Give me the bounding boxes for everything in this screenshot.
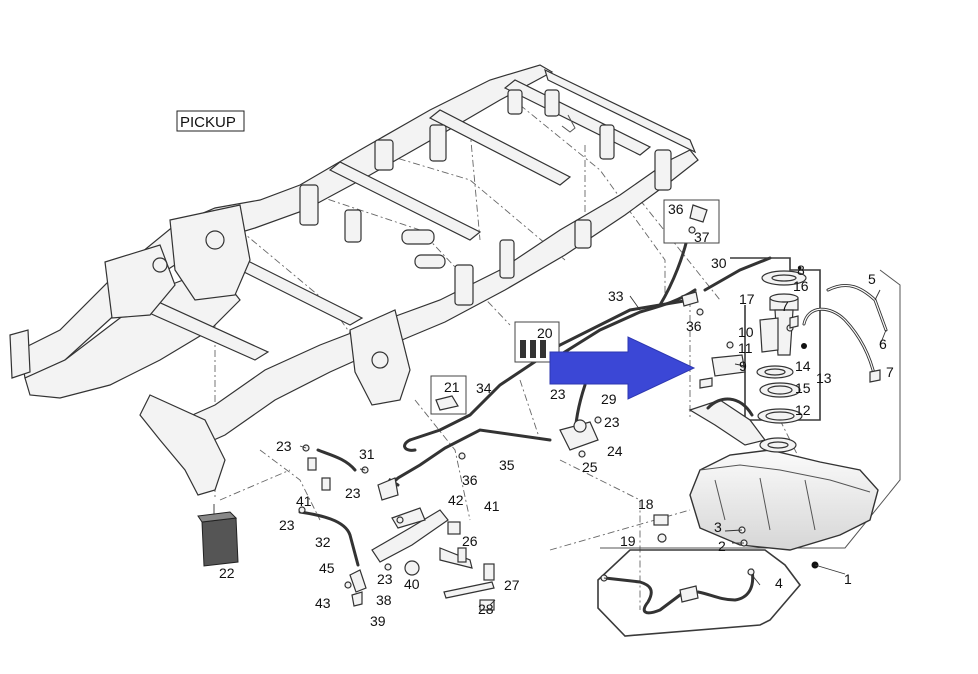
callout-15: 15 bbox=[795, 380, 811, 396]
svg-text:PICKUP: PICKUP bbox=[180, 114, 236, 131]
callout-42: 42 bbox=[448, 492, 464, 508]
callout-8: 8 bbox=[797, 262, 805, 278]
callout-23b: 23 bbox=[345, 485, 361, 501]
hose-clamps-left bbox=[298, 444, 399, 514]
frame-brackets bbox=[152, 89, 672, 369]
callout-19: 19 bbox=[620, 533, 636, 549]
callout-36c: 36 bbox=[462, 472, 478, 488]
callout-24: 24 bbox=[607, 443, 623, 459]
callout-6: 6 bbox=[879, 336, 887, 352]
callout-31: 31 bbox=[359, 446, 375, 462]
callout-41b: 41 bbox=[484, 498, 500, 514]
callout-28: 28 bbox=[478, 601, 494, 617]
callout-25: 25 bbox=[582, 459, 598, 475]
highlight-arrow bbox=[549, 336, 696, 400]
chassis-frame bbox=[9, 64, 831, 610]
callout-23e: 23 bbox=[550, 386, 566, 402]
callout-45: 45 bbox=[319, 560, 335, 576]
callout-26: 26 bbox=[462, 533, 478, 549]
clip-18-19 bbox=[653, 514, 669, 543]
callout-40: 40 bbox=[404, 576, 420, 592]
callout-3: 3 bbox=[714, 519, 722, 535]
callout-leaders bbox=[299, 289, 887, 606]
clip-36-37 bbox=[458, 199, 720, 460]
callout-17: 17 bbox=[739, 291, 755, 307]
callout-32: 32 bbox=[315, 534, 331, 550]
callout-23a: 23 bbox=[276, 438, 292, 454]
fuel-pump-assembly bbox=[699, 257, 821, 424]
callout-4: 4 bbox=[775, 575, 783, 591]
callout-29: 29 bbox=[601, 391, 617, 407]
callout-33: 33 bbox=[608, 288, 624, 304]
callout-2: 2 bbox=[718, 538, 726, 554]
callout-5: 5 bbox=[868, 271, 876, 287]
callout-11: 11 bbox=[738, 340, 753, 356]
clip-set-20 bbox=[514, 321, 560, 363]
callout-1: 1 bbox=[844, 571, 852, 587]
callout-36b: 36 bbox=[686, 318, 702, 334]
callout-38: 38 bbox=[376, 592, 392, 608]
callout-20: 20 bbox=[537, 325, 553, 341]
callout-18: 18 bbox=[638, 496, 654, 512]
callout-12: 12 bbox=[795, 402, 811, 418]
callout-30: 30 bbox=[711, 255, 727, 271]
callout-16: 16 bbox=[793, 278, 809, 294]
fuel-tank bbox=[600, 269, 901, 569]
pickup-variant-label: PICKUP bbox=[176, 110, 245, 132]
callout-23d: 23 bbox=[377, 571, 393, 587]
vent-hose-kit bbox=[597, 549, 802, 637]
callout-39: 39 bbox=[370, 613, 386, 629]
charcoal-canister bbox=[197, 504, 239, 567]
callout-labels: 1 2 3 4 5 6 7 7 8 9 10 11 12 13 14 15 16… bbox=[219, 201, 894, 629]
callout-7a: 7 bbox=[781, 298, 789, 314]
callout-41a: 41 bbox=[296, 493, 312, 509]
callout-27: 27 bbox=[504, 577, 520, 593]
callout-22: 22 bbox=[219, 565, 235, 581]
callout-35: 35 bbox=[499, 457, 515, 473]
callout-23c: 23 bbox=[279, 517, 295, 533]
callout-37: 37 bbox=[694, 229, 710, 245]
callout-9: 9 bbox=[739, 358, 747, 374]
callout-34: 34 bbox=[476, 380, 492, 396]
callout-14: 14 bbox=[795, 358, 811, 374]
clip-21 bbox=[430, 375, 467, 415]
callout-23f: 23 bbox=[604, 414, 620, 430]
callout-13: 13 bbox=[816, 370, 832, 386]
fuel-filter-24 bbox=[559, 416, 602, 458]
callout-10: 10 bbox=[738, 324, 754, 340]
callout-7b: 7 bbox=[886, 364, 894, 380]
mounting-bracket-assembly bbox=[344, 507, 495, 611]
callout-21: 21 bbox=[444, 379, 460, 395]
callout-36a: 36 bbox=[668, 201, 684, 217]
callout-43: 43 bbox=[315, 595, 331, 611]
